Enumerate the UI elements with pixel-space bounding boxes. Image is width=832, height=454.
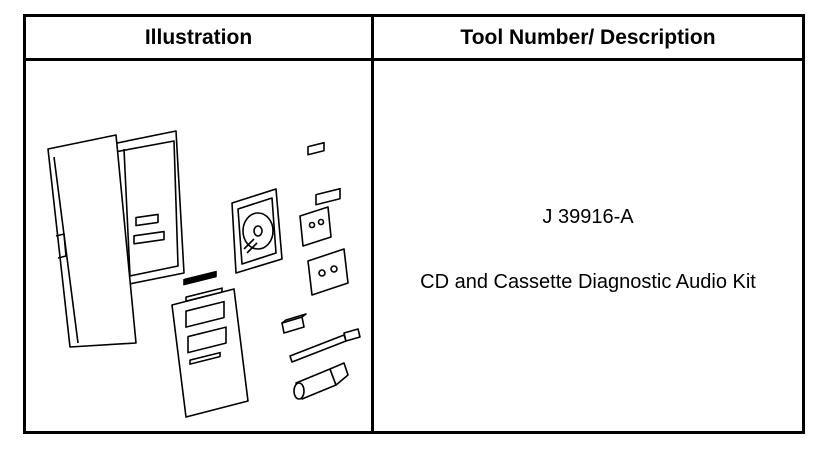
tool-description: CD and Cassette Diagnostic Audio Kit — [420, 271, 756, 293]
cd-glare-1 — [243, 238, 255, 250]
sheet-block-1 — [185, 300, 225, 328]
header-row: Illustration Tool Number/ Description — [26, 17, 802, 61]
binder-tray-divider — [123, 148, 131, 277]
tool-number: J 39916-A — [542, 206, 634, 228]
adapter-plug-end — [293, 382, 305, 400]
sheet-line-2 — [185, 287, 223, 302]
illustration-cell — [26, 61, 371, 431]
adapter-plug-tip — [329, 362, 349, 386]
probe-tip — [343, 328, 361, 342]
header-tool-number-description: Tool Number/ Description — [460, 25, 716, 49]
cassette-1 — [299, 206, 332, 247]
tool-table: Illustration Tool Number/ Description — [23, 14, 805, 434]
connector-block-top — [281, 313, 307, 324]
binder-clasp — [55, 233, 67, 259]
header-illustration: Illustration — [144, 25, 253, 49]
cd-case-face — [237, 197, 277, 265]
cd-disc-hub — [253, 225, 263, 237]
audio-kit-illustration — [47, 130, 361, 418]
binder-slot-2 — [133, 230, 165, 245]
sheet-line-1 — [183, 270, 217, 286]
cassette-2 — [307, 248, 349, 296]
cassette-1-reel-right — [317, 218, 325, 226]
cassette-2-reel-left — [318, 269, 326, 277]
column-divider — [371, 17, 374, 431]
binder-front-cover — [47, 134, 137, 348]
cassette-1-window — [307, 141, 325, 156]
sheet-line-3 — [189, 351, 221, 365]
cassette-1-reel-left — [308, 221, 316, 229]
cassette-2-window — [315, 187, 341, 206]
binder-slot-1 — [135, 213, 159, 227]
cd-glare-2 — [246, 242, 258, 254]
cassette-2-reel-right — [330, 265, 338, 273]
sheet-block-2 — [187, 326, 227, 354]
description-cell: J 39916-A CD and Cassette Diagnostic Aud… — [374, 61, 802, 431]
probe-cable — [289, 334, 347, 363]
